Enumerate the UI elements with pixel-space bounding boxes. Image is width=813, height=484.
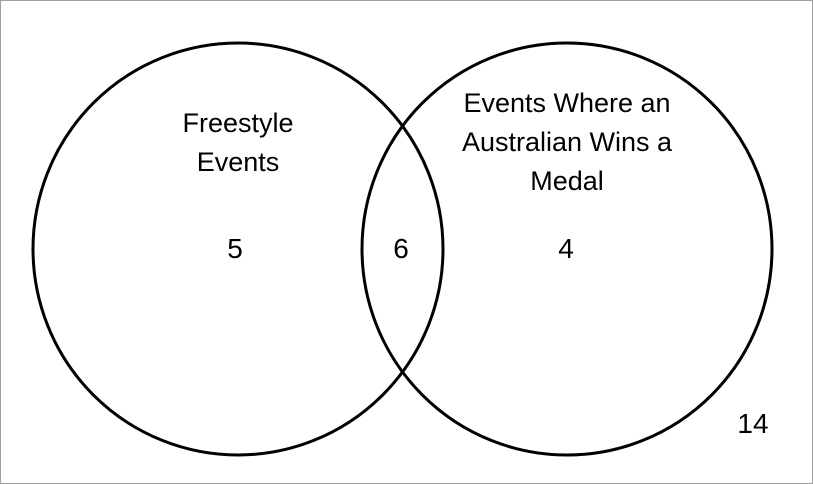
left-set-label: Freestyle Events	[182, 104, 293, 182]
intersection-count: 6	[393, 233, 409, 264]
outside-count: 14	[737, 408, 769, 439]
right-only-count: 4	[558, 233, 574, 264]
freestyle-events-circle	[31, 41, 445, 457]
right-label-line: Medal	[530, 166, 604, 196]
australian-medal-events-circle	[360, 41, 774, 457]
left-only-count: 5	[227, 233, 243, 264]
right-label-line: Australian Wins a	[461, 127, 673, 157]
left-label-line: Freestyle	[182, 108, 294, 138]
left-label-line: Events	[196, 147, 280, 177]
right-set-label: Events Where an Australian Wins a Medal	[462, 84, 672, 201]
right-label-line: Events Where an	[463, 88, 671, 118]
